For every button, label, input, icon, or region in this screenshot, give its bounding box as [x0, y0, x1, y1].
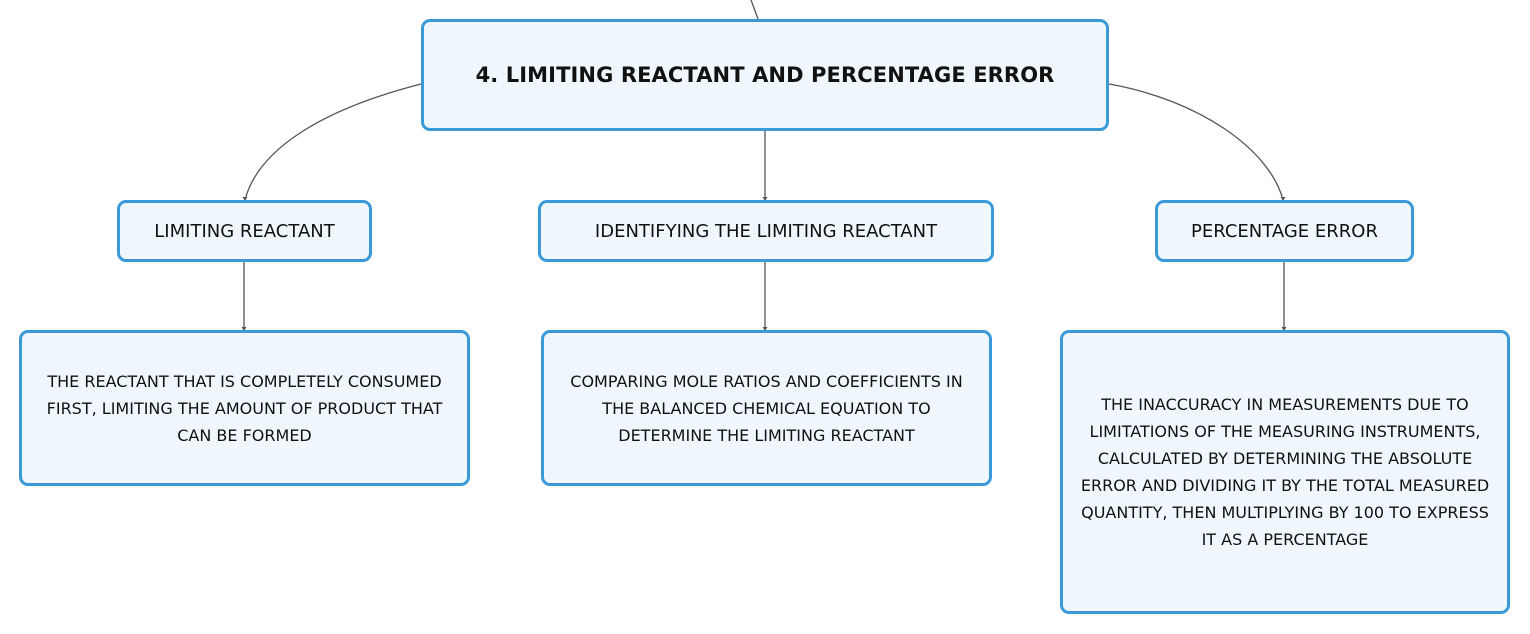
- topic-node-label: IDENTIFYING THE LIMITING REACTANT: [594, 220, 938, 242]
- root-node[interactable]: 4. LIMITING REACTANT AND PERCENTAGE ERRO…: [421, 19, 1109, 131]
- description-text: THE INACCURACY IN MEASUREMENTS DUE TO LI…: [1080, 395, 1490, 549]
- description-text: COMPARING MOLE RATIOS AND COEFFICIENTS I…: [570, 371, 963, 445]
- arrowhead-limiting-reactant: [242, 197, 248, 201]
- topic-node-percentage-error[interactable]: PERCENTAGE ERROR: [1155, 200, 1414, 262]
- topic-node-limiting-reactant[interactable]: LIMITING REACTANT: [117, 200, 372, 262]
- topic-node-label: LIMITING REACTANT: [154, 220, 335, 242]
- connector-root-to-percentage-error: [1108, 83, 1284, 201]
- description-node-identifying-limiting-reactant[interactable]: COMPARING MOLE RATIOS AND COEFFICIENTS I…: [541, 330, 992, 486]
- arrowhead-percentage-error: [1280, 197, 1286, 201]
- arrowhead-identifying: [762, 197, 768, 201]
- arrowhead-percentage-error-description: [1281, 327, 1287, 331]
- connector-parent-to-root: [750, 0, 759, 20]
- topic-node-identifying-limiting-reactant[interactable]: IDENTIFYING THE LIMITING REACTANT: [538, 200, 994, 262]
- arrowhead-limiting-reactant-description: [241, 327, 247, 331]
- connector-root-to-limiting-reactant: [244, 83, 422, 201]
- description-node-percentage-error[interactable]: THE INACCURACY IN MEASUREMENTS DUE TO LI…: [1060, 330, 1510, 614]
- root-node-title: 4. LIMITING REACTANT AND PERCENTAGE ERRO…: [475, 63, 1055, 87]
- arrowhead-identifying-description: [762, 327, 768, 331]
- description-text: THE REACTANT THAT IS COMPLETELY CONSUMED…: [46, 371, 443, 445]
- topic-node-label: PERCENTAGE ERROR: [1191, 220, 1378, 242]
- description-node-limiting-reactant[interactable]: THE REACTANT THAT IS COMPLETELY CONSUMED…: [19, 330, 470, 486]
